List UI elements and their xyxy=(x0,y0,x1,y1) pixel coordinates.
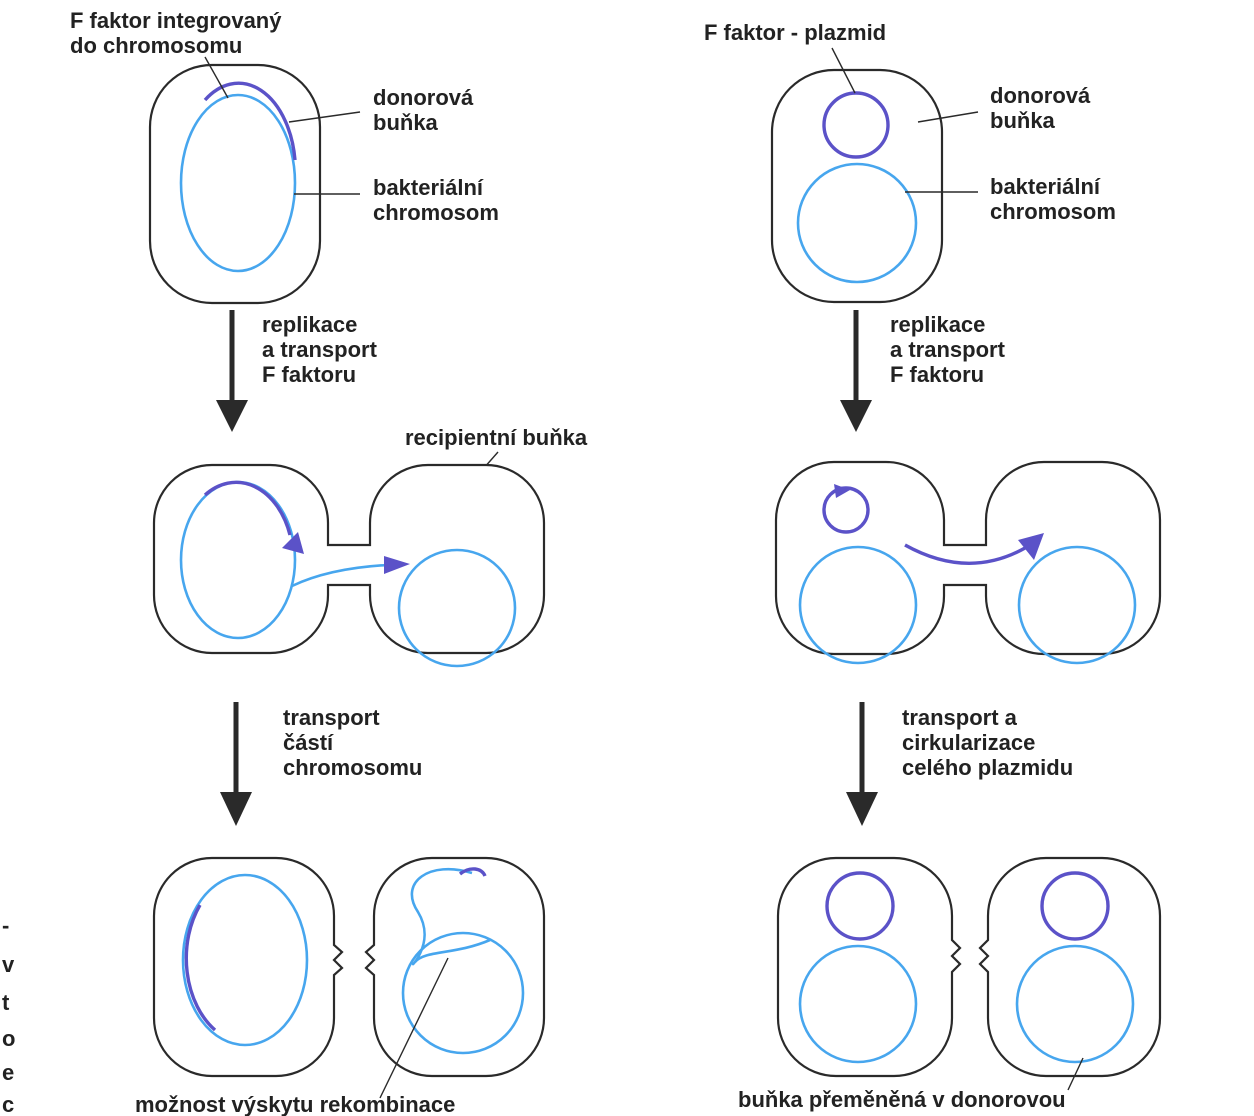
right-step2-label: transport a xyxy=(902,705,1018,730)
right-chromosome-label-2: chromosom xyxy=(990,199,1116,224)
margin-fragment: e xyxy=(2,1060,14,1085)
left-donor-label-2: buňka xyxy=(373,110,439,135)
left-f-factor-integrated-label-2: do chromosomu xyxy=(70,33,242,58)
left-conjugating-cells xyxy=(154,465,544,653)
margin-fragment: - xyxy=(2,913,9,938)
right-step1-label-3: F faktoru xyxy=(890,362,984,387)
recipient-cell-label: recipientní buňka xyxy=(405,425,588,450)
right-step1-label: replikace xyxy=(890,312,985,337)
right-step2-label-3: celého plazmidu xyxy=(902,755,1073,780)
left-step2-label-2: částí xyxy=(283,730,334,755)
left-step2-label-3: chromosomu xyxy=(283,755,422,780)
margin-fragment: c xyxy=(2,1092,14,1116)
right-step1-label-2: a transport xyxy=(890,337,1006,362)
right-donor-label: donorová xyxy=(990,83,1091,108)
left-f-factor-integrated-label: F faktor integrovaný xyxy=(70,8,282,33)
left-step1-label-3: F faktoru xyxy=(262,362,356,387)
right-donor-cell xyxy=(772,70,942,302)
right-step2-label-2: cirkularizace xyxy=(902,730,1035,755)
left-step2-arrow-head xyxy=(220,792,252,826)
left-chromosome-label-2: chromosom xyxy=(373,200,499,225)
left-step1-label: replikace xyxy=(262,312,357,337)
right-chromosome-label: bakteriální xyxy=(990,174,1101,199)
right-bottom-recipient-cell xyxy=(980,858,1160,1076)
left-step1-arrow-head xyxy=(216,400,248,432)
left-chromosome-label: bakteriální xyxy=(373,175,484,200)
left-step1-label-2: a transport xyxy=(262,337,378,362)
left-bottom-recombination-label: možnost výskytu rekombinace xyxy=(135,1092,455,1116)
left-step2-label: transport xyxy=(283,705,380,730)
right-donor-label-2: buňka xyxy=(990,108,1056,133)
right-f-factor-plasmid-label: F faktor - plazmid xyxy=(704,20,886,45)
margin-fragment: t xyxy=(2,990,10,1015)
right-step2-arrow-head xyxy=(846,792,878,826)
right-bottom-donor-cell xyxy=(778,858,960,1076)
left-donor-label: donorová xyxy=(373,85,474,110)
right-bottom-converted-label: buňka přeměněná v donorovou xyxy=(738,1087,1066,1112)
margin-fragment: o xyxy=(2,1026,15,1051)
margin-fragment: v xyxy=(2,952,15,977)
right-step1-arrow-head xyxy=(840,400,872,432)
